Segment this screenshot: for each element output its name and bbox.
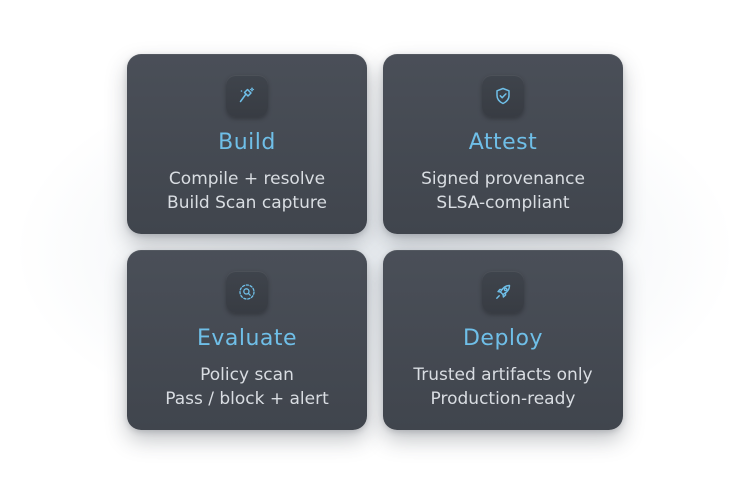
stage-card-evaluate[interactable]: Evaluate Policy scan Pass / block + aler… xyxy=(127,250,367,430)
stage-card-build[interactable]: Build Compile + resolve Build Scan captu… xyxy=(127,54,367,234)
stage-description-line: SLSA-compliant xyxy=(436,193,570,213)
stage-description-line: Signed provenance xyxy=(421,169,585,189)
stage-description-line: Pass / block + alert xyxy=(165,389,329,409)
hammer-icon xyxy=(226,75,268,117)
pipeline-stage-grid: Build Compile + resolve Build Scan captu… xyxy=(127,54,623,430)
stage-description-line: Compile + resolve xyxy=(168,169,326,189)
stage-description-line: Build Scan capture xyxy=(167,193,327,213)
rocket-icon xyxy=(482,271,524,313)
stage-card-attest[interactable]: Attest Signed provenance SLSA-compliant xyxy=(383,54,623,234)
stage-title: Deploy xyxy=(462,326,544,351)
stage-title: Build xyxy=(218,130,276,155)
stage-card-deploy[interactable]: Deploy Trusted artifacts only Production… xyxy=(383,250,623,430)
stage-title: Evaluate xyxy=(196,326,298,351)
stage-description-line: Trusted artifacts only xyxy=(413,365,593,385)
search-scan-icon xyxy=(226,271,268,313)
stage-description-line: Policy scan xyxy=(200,365,294,385)
stage-title: Attest xyxy=(468,130,538,155)
shield-check-icon xyxy=(482,75,524,117)
stage-description-line: Production-ready xyxy=(430,389,576,409)
